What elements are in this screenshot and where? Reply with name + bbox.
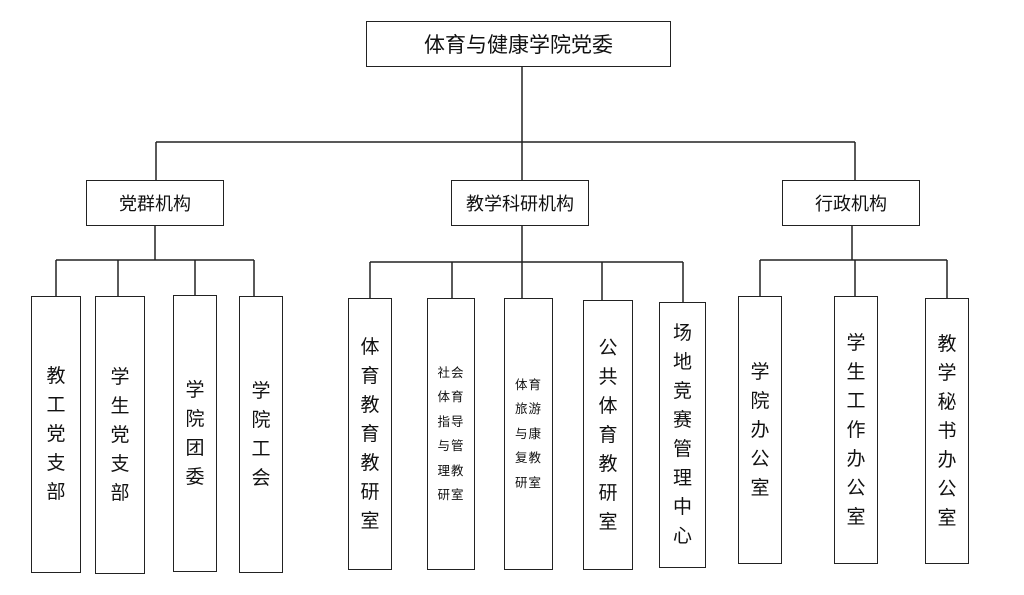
unit-label-line: 教: [46, 365, 66, 387]
unit-label-line: 办: [846, 447, 866, 470]
unit-label-line: 院: [251, 408, 271, 431]
unit-label-line: 工: [251, 437, 271, 460]
division-label: 行政机构: [815, 194, 887, 215]
unit-node: 体育旅游与康复教研室: [504, 298, 553, 570]
unit-label-line: 室: [937, 506, 957, 529]
root-node: 体育与健康学院党委: [366, 21, 671, 67]
unit-label-line: 中: [672, 496, 692, 518]
division-label: 教学科研机构: [466, 194, 574, 215]
unit-label-line: 部: [46, 481, 66, 503]
unit-label-line: 学: [251, 379, 271, 402]
unit-label-line: 生: [846, 360, 866, 383]
division-node: 党群机构: [86, 180, 224, 226]
unit-label-line: 院: [750, 389, 770, 412]
unit-label-line: 公: [598, 336, 618, 359]
unit-label-line: 党: [46, 423, 66, 445]
root-label: 体育与健康学院党委: [424, 33, 613, 57]
unit-label-line: 体: [598, 394, 618, 417]
unit-label-line: 研: [360, 480, 380, 503]
unit-label-line: 学: [846, 331, 866, 354]
unit-label-line: 竞: [672, 380, 692, 402]
unit-label-line: 教: [598, 452, 618, 475]
unit-label-line: 支: [46, 452, 66, 474]
unit-node: 公共体育教研室: [583, 300, 633, 570]
unit-label-line: 部: [110, 481, 130, 504]
unit-label-line: 研室: [437, 487, 465, 502]
unit-label-line: 书: [937, 419, 957, 442]
unit-label-line: 学: [750, 360, 770, 383]
unit-label-line: 场: [672, 322, 692, 344]
unit-label-line: 院: [185, 407, 205, 430]
unit-label-line: 学: [937, 361, 957, 384]
unit-label-line: 社会: [437, 364, 465, 380]
unit-label-line: 室: [750, 476, 770, 499]
unit-label-line: 室: [846, 505, 866, 528]
unit-node: 教工党支部: [31, 296, 81, 573]
unit-node: 学院工会: [239, 296, 283, 573]
unit-label-line: 公: [937, 477, 957, 500]
unit-label-line: 研: [598, 481, 618, 504]
unit-node: 学生党支部: [95, 296, 145, 574]
unit-label-line: 育: [360, 422, 380, 445]
unit-node: 学生工作办公室: [834, 296, 878, 564]
unit-label-line: 室: [598, 510, 618, 533]
unit-label-line: 教: [360, 451, 380, 474]
unit-label-line: 研室: [514, 474, 542, 490]
unit-label-line: 作: [846, 418, 866, 441]
division-node: 教学科研机构: [451, 180, 589, 226]
unit-label-line: 工: [846, 389, 866, 412]
unit-label-line: 秘: [937, 390, 957, 413]
unit-node: 学院团委: [173, 295, 217, 572]
unit-label-line: 体育: [437, 389, 465, 404]
unit-label-line: 室: [360, 509, 380, 532]
unit-node: 场地竞赛管理中心: [659, 302, 706, 568]
unit-label-line: 委: [185, 465, 205, 488]
unit-label-line: 地: [672, 351, 692, 373]
unit-label-line: 育: [598, 423, 618, 446]
division-node: 行政机构: [782, 180, 920, 226]
unit-label-line: 旅游: [514, 401, 542, 417]
unit-label-line: 体育: [514, 376, 542, 392]
unit-label-line: 共: [598, 365, 618, 388]
unit-label-line: 团: [185, 436, 205, 459]
unit-label-line: 教: [937, 332, 957, 355]
unit-label-line: 管: [672, 438, 692, 460]
unit-label-line: 办: [937, 448, 957, 471]
unit-label-line: 生: [110, 394, 130, 417]
unit-label-line: 学: [110, 365, 130, 388]
unit-node: 学院办公室: [738, 296, 782, 564]
unit-node: 体育教育教研室: [348, 298, 392, 570]
unit-label-line: 办: [750, 418, 770, 441]
unit-label-line: 心: [672, 525, 692, 547]
unit-label-line: 赛: [672, 409, 692, 431]
unit-label-line: 会: [251, 466, 271, 489]
unit-node: 社会体育指导与管理教研室: [427, 298, 475, 570]
unit-label-line: 复教: [514, 450, 542, 466]
unit-label-line: 学: [185, 378, 205, 401]
unit-label-line: 公: [750, 447, 770, 470]
division-label: 党群机构: [119, 194, 191, 215]
unit-label-line: 体: [360, 335, 380, 358]
unit-label-line: 理: [672, 467, 692, 489]
unit-label-line: 育: [360, 364, 380, 387]
unit-label-line: 公: [846, 476, 866, 499]
unit-node: 教学秘书办公室: [925, 298, 969, 564]
unit-label-line: 教: [360, 393, 380, 416]
unit-label-line: 支: [110, 452, 130, 475]
unit-label-line: 工: [46, 394, 66, 416]
unit-label-line: 与管: [437, 438, 465, 453]
unit-label-line: 指导: [437, 413, 465, 429]
unit-label-line: 与康: [514, 425, 542, 441]
unit-label-line: 党: [110, 423, 130, 446]
unit-label-line: 理教: [437, 462, 465, 478]
